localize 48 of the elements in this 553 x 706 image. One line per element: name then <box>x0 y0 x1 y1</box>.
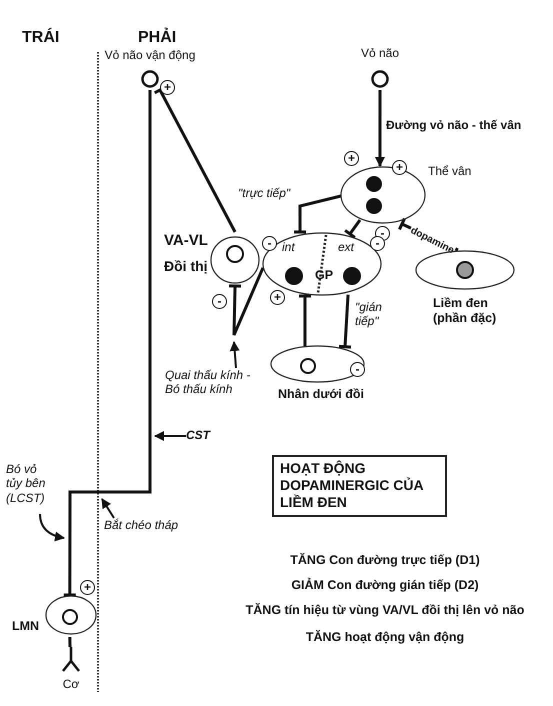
annotation-text: Bó vỏ tủy bên (LCST) <box>6 462 56 514</box>
axon-line <box>153 86 236 233</box>
leader-arrow <box>230 341 240 368</box>
annotation-text: Quai thấu kính - Bó thấu kính <box>165 368 265 402</box>
region-label: VA-VL <box>164 232 209 250</box>
region-label: ext <box>338 240 356 254</box>
leader-arrow <box>154 431 186 441</box>
synapse-sign: + <box>392 160 407 175</box>
region-label: Vỏ não <box>360 46 400 60</box>
region-label: Liềm đen (phần đặc) <box>433 296 498 326</box>
summary-text: TĂNG Con đường trực tiếp (D1) <box>290 553 480 568</box>
axon-line <box>344 219 362 239</box>
region-label: Nhân dưới đồi <box>278 387 365 402</box>
synapse-sign: + <box>270 290 285 305</box>
edge-label: Đường vỏ não - thế vân <box>386 118 522 132</box>
axon-line <box>374 90 385 167</box>
summary-text: TĂNG tín hiệu từ vùng VA/VL đồi thị lên vỏ não <box>246 603 524 618</box>
synapse-sign: - <box>212 294 227 309</box>
synapse-sign: - <box>262 236 277 251</box>
edge-label: "trực tiếp" <box>238 186 290 200</box>
axon-line <box>228 267 264 336</box>
synapse-sign: + <box>160 80 175 95</box>
axon-line <box>297 294 312 346</box>
summary-text: GIẢM Con đường gián tiếp (D2) <box>291 578 479 593</box>
side-heading: PHẢI <box>138 28 176 48</box>
axon-line <box>68 636 72 648</box>
axon-line <box>62 90 152 596</box>
synapse-sign: - <box>350 362 365 377</box>
axon-line <box>292 194 342 234</box>
synapse-sign: - <box>370 236 385 251</box>
leader-arrow <box>101 498 115 519</box>
region-label: int <box>282 240 296 254</box>
leader-arrow <box>39 514 65 542</box>
region-label: Vỏ não vận động <box>104 48 196 62</box>
region-label: Cơ <box>62 677 80 692</box>
region-label: Đồi thị <box>164 258 209 275</box>
side-heading: TRÁI <box>22 28 60 48</box>
pathway-label: "gián tiếp" <box>355 300 383 329</box>
region-label: Thể vân <box>428 164 472 178</box>
annotation-text: CST <box>186 428 218 444</box>
synapse-sign: + <box>344 151 359 166</box>
title-box: HOẠT ĐỘNG DOPAMINERGIC CỦA LIỀM ĐEN <box>272 455 447 517</box>
region-label: GP <box>314 268 334 283</box>
annotation-text: Bắt chéo tháp <box>104 518 199 534</box>
synapse-sign: + <box>80 580 95 595</box>
region-label: LMN <box>12 619 40 634</box>
axon-line <box>338 294 352 349</box>
summary-text: TĂNG hoạt động vận động <box>306 630 464 645</box>
